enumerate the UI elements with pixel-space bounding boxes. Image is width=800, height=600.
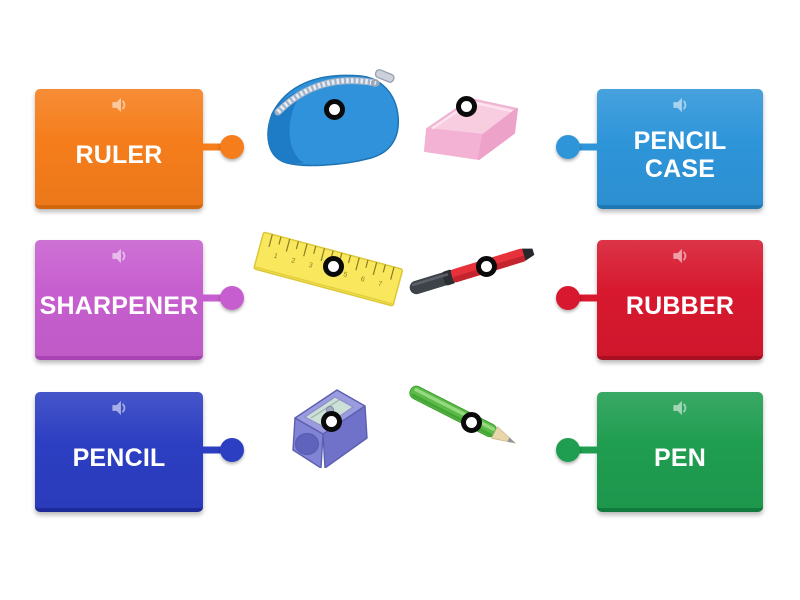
word-card-pencil-case[interactable]: PENCIL CASE xyxy=(556,89,763,209)
word-card-pen[interactable]: PEN xyxy=(556,392,763,512)
pen-image xyxy=(409,248,535,295)
connector-handle[interactable] xyxy=(220,438,244,462)
speaker-icon[interactable] xyxy=(672,400,689,416)
word-label: RULER xyxy=(75,141,163,169)
svg-text:3: 3 xyxy=(308,262,314,270)
svg-text:6: 6 xyxy=(360,276,366,284)
zipper-pull-icon xyxy=(371,69,395,87)
connector-handle[interactable] xyxy=(556,286,580,310)
word-label: PENCIL xyxy=(72,444,166,472)
svg-text:5: 5 xyxy=(342,271,348,279)
svg-text:2: 2 xyxy=(290,257,296,265)
connector-handle[interactable] xyxy=(220,135,244,159)
speaker-icon[interactable] xyxy=(672,97,689,113)
pencil-case-image xyxy=(267,69,400,167)
target-marker-pencil[interactable] xyxy=(461,412,482,433)
connector-stem xyxy=(203,294,225,302)
connector-stem xyxy=(203,446,225,454)
word-label: RUBBER xyxy=(625,292,735,320)
target-marker-ruler[interactable] xyxy=(323,256,344,277)
sharpener-image xyxy=(292,389,368,468)
rubber-image xyxy=(424,98,518,160)
word-card-rubber[interactable]: RUBBER xyxy=(556,240,763,360)
speaker-icon[interactable] xyxy=(111,400,128,416)
target-marker-rubber[interactable] xyxy=(456,96,477,117)
word-label: PENCIL CASE xyxy=(633,127,727,183)
connector-handle[interactable] xyxy=(556,438,580,462)
connector-stem xyxy=(575,294,597,302)
target-marker-pencil-case[interactable] xyxy=(324,99,345,120)
word-card-sharpener[interactable]: SHARPENER xyxy=(35,240,244,360)
target-marker-sharpener[interactable] xyxy=(321,411,342,432)
connector-stem xyxy=(575,143,597,151)
connector-handle[interactable] xyxy=(220,286,244,310)
svg-text:7: 7 xyxy=(377,281,383,289)
connector-stem xyxy=(575,446,597,454)
target-marker-pen[interactable] xyxy=(476,256,497,277)
speaker-icon[interactable] xyxy=(672,248,689,264)
svg-text:1: 1 xyxy=(273,253,279,261)
speaker-icon[interactable] xyxy=(111,97,128,113)
word-card-pencil[interactable]: PENCIL xyxy=(35,392,244,512)
connector-handle[interactable] xyxy=(556,135,580,159)
word-label: PEN xyxy=(653,444,706,472)
word-card-ruler[interactable]: RULER xyxy=(35,89,244,209)
speaker-icon[interactable] xyxy=(111,248,128,264)
word-label: SHARPENER xyxy=(39,292,199,320)
connector-stem xyxy=(203,143,225,151)
